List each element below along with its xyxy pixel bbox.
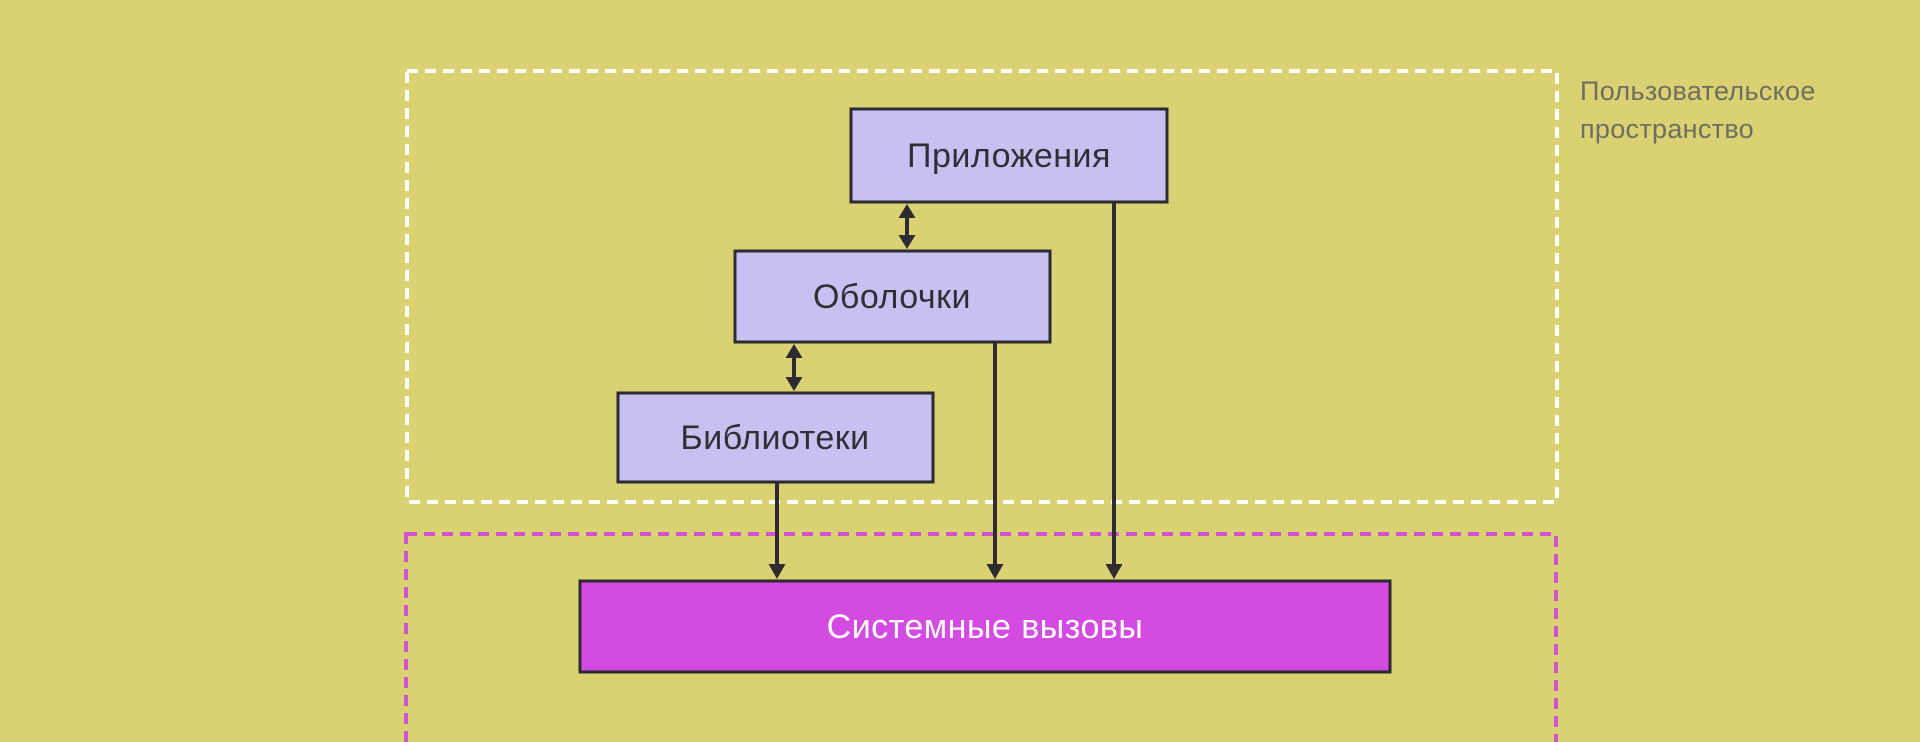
arrowhead-down-applications-shells [898,235,916,249]
arrowhead-down-shells-libraries [785,377,803,391]
user-space-caption-line1: Пользовательское [1580,76,1816,106]
kernel-space-boundary [404,532,1558,742]
edges [775,202,1116,567]
node-system-calls-box [578,579,1392,674]
user-space-caption: Пользовательское пространство [1580,76,1816,144]
node-shells: Оболочки [733,249,1052,344]
node-system-calls-label: Системные вызовы [827,608,1144,646]
node-applications-label: Приложения [907,137,1111,175]
arrowheads [768,204,1123,579]
node-applications: Приложения [849,107,1169,204]
node-system-calls: Системные вызовы [578,579,1392,674]
node-shells-box [733,249,1052,344]
node-libraries-box [616,391,935,484]
arrowhead-up-applications-shells [898,204,916,218]
node-libraries: Библиотеки [616,391,935,484]
node-shells-label: Оболочки [813,278,971,316]
arrowhead-down-libraries-syscalls [768,564,786,579]
user-space-caption-line2: пространство [1580,114,1754,144]
arrowhead-down-applications-syscalls [1105,564,1123,579]
node-applications-box [849,107,1169,204]
arrowhead-down-shells-syscalls [986,564,1004,579]
node-libraries-label: Библиотеки [680,419,869,457]
arrowhead-up-shells-libraries [785,344,803,358]
